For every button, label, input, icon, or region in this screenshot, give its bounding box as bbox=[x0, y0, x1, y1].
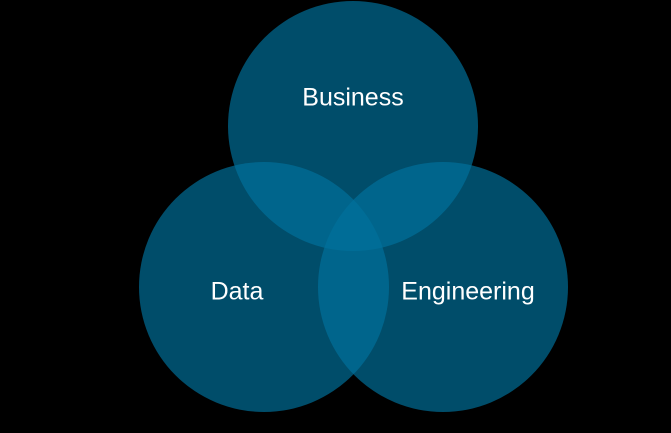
label-data: Data bbox=[211, 278, 264, 306]
circle-engineering bbox=[318, 162, 568, 412]
label-business: Business bbox=[302, 84, 403, 112]
circle-data bbox=[139, 162, 389, 412]
label-engineering: Engineering bbox=[401, 278, 534, 306]
